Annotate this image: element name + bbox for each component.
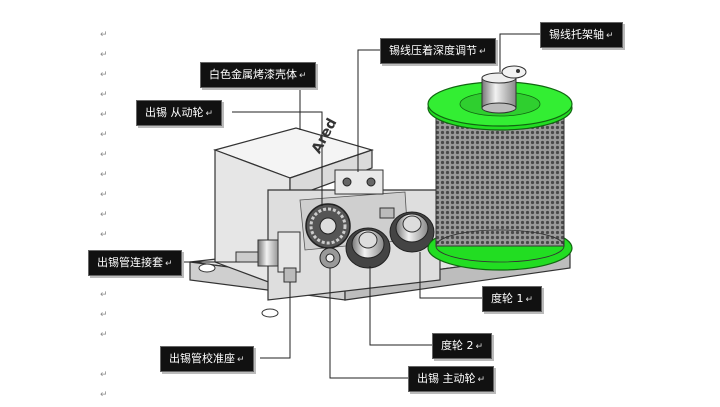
label-shell-text: 白色金属烤漆壳体 [209,68,297,81]
paragraph-mark: ↵ [100,370,108,380]
return-mark: ↵ [606,31,614,41]
label-pressure-depth-text: 锡线压着深度调节 [389,44,477,57]
paragraph-mark: ↵ [100,170,108,180]
return-mark: ↵ [525,295,534,305]
leader-driven-wheel [232,111,323,206]
driven-gear [305,203,351,249]
paragraph-mark: ↵ [100,230,108,240]
main-drive-wheel [319,247,341,269]
pressure-adjuster [334,169,395,219]
paragraph-mark: ↵ [100,90,108,100]
paragraph-mark: ↵ [100,110,108,120]
label-spool-shaft: 锡线托架轴↵ [540,22,623,48]
solder-spool [427,81,573,271]
label-driven-wheel-text: 出锡 从动轮 [145,106,204,119]
label-tube-sleeve-text: 出锡管连接套 [97,256,163,269]
leader-calib-seat [260,282,291,359]
label-tube-sleeve: 出锡管连接套↵ [88,250,182,276]
label-wheel-1-text: 度轮 1 [491,292,524,305]
paragraph-mark: ↵ [100,290,108,300]
leader-wheel-1 [419,252,482,299]
label-pressure-depth: 锡线压着深度调节↵ [380,38,496,64]
label-spool-shaft-text: 锡线托架轴 [549,28,604,41]
label-calib-seat-text: 出锡管校准座 [169,352,235,365]
paragraph-mark: ↵ [100,330,108,340]
knob-1 [389,211,435,253]
paragraph-mark: ↵ [100,150,108,160]
leader-lines [178,33,540,379]
return-mark: ↵ [205,109,214,119]
paragraph-mark: ↵ [100,130,108,140]
return-mark: ↵ [299,71,307,81]
leader-main-wheel [329,268,408,379]
label-wheel-1: 度轮 1↵ [482,286,543,312]
leader-pressure-depth [357,49,380,172]
return-mark: ↵ [237,355,245,365]
spool-shaft [481,65,527,114]
return-mark: ↵ [479,47,487,57]
paragraph-mark: ↵ [100,50,108,60]
label-calib-seat: 出锡管校准座↵ [160,346,254,372]
label-shell: 白色金属烤漆壳体↵ [200,62,316,88]
label-driven-wheel: 出锡 从动轮↵ [136,100,223,126]
paragraph-mark: ↵ [100,310,108,320]
paragraph-mark-column: ↵ ↵ ↵ ↵ ↵ ↵ ↵ ↵ ↵ ↵ ↵ ↵ ↵ ↵ ↵ ↵ [0,0,120,407]
paragraph-mark: ↵ [100,210,108,220]
knob-2 [345,227,391,269]
return-mark: ↵ [477,375,486,385]
leader-wheel-2 [369,266,432,346]
label-wheel-2: 度轮 2↵ [432,333,493,359]
label-main-wheel-text: 出锡 主动轮 [417,372,476,385]
paragraph-mark: ↵ [100,70,108,80]
label-main-wheel: 出锡 主动轮↵ [408,366,495,392]
paragraph-mark: ↵ [100,30,108,40]
leader-spool-shaft [499,33,540,72]
return-mark: ↵ [475,342,484,352]
paragraph-mark: ↵ [100,190,108,200]
return-mark: ↵ [165,259,173,269]
tube-sleeve-assembly [235,231,301,283]
paragraph-mark: ↵ [100,390,108,400]
label-wheel-2-text: 度轮 2 [441,339,474,352]
